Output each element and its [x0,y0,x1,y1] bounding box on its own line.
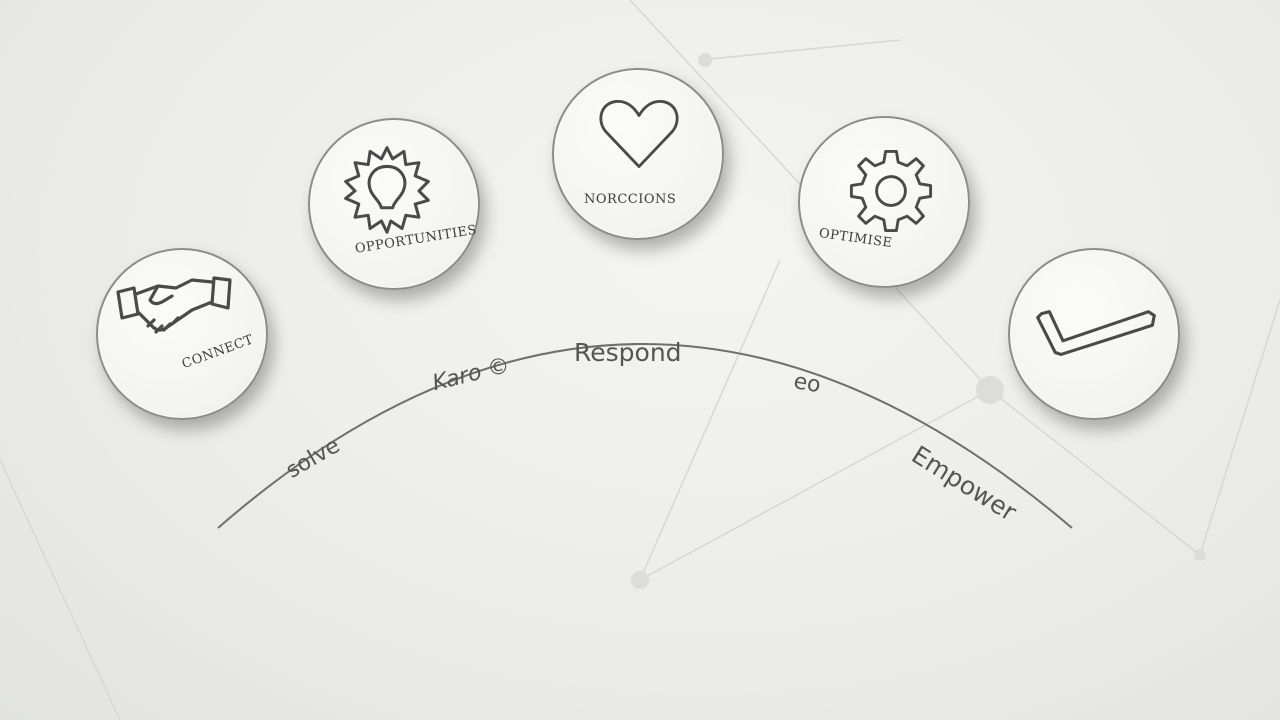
arc-path [217,343,1073,529]
sun-idea-icon [344,146,430,234]
node-heart-label: NORCCIONS [584,192,677,207]
stage-label-center: Respond [574,338,682,367]
node-check[interactable] [1008,248,1180,420]
heart-icon [599,100,679,168]
node-sun[interactable]: OPPORTUNITIES [308,118,480,290]
node-handshake[interactable]: CONNECT [96,248,268,420]
gear-icon [849,149,933,233]
stage-label-right-mid: eo [791,369,823,399]
node-gear[interactable]: OPTIMISE [798,116,970,288]
checkmark-icon [1036,310,1156,356]
handshake-icon [116,276,232,334]
node-heart[interactable]: NORCCIONS [552,68,724,240]
